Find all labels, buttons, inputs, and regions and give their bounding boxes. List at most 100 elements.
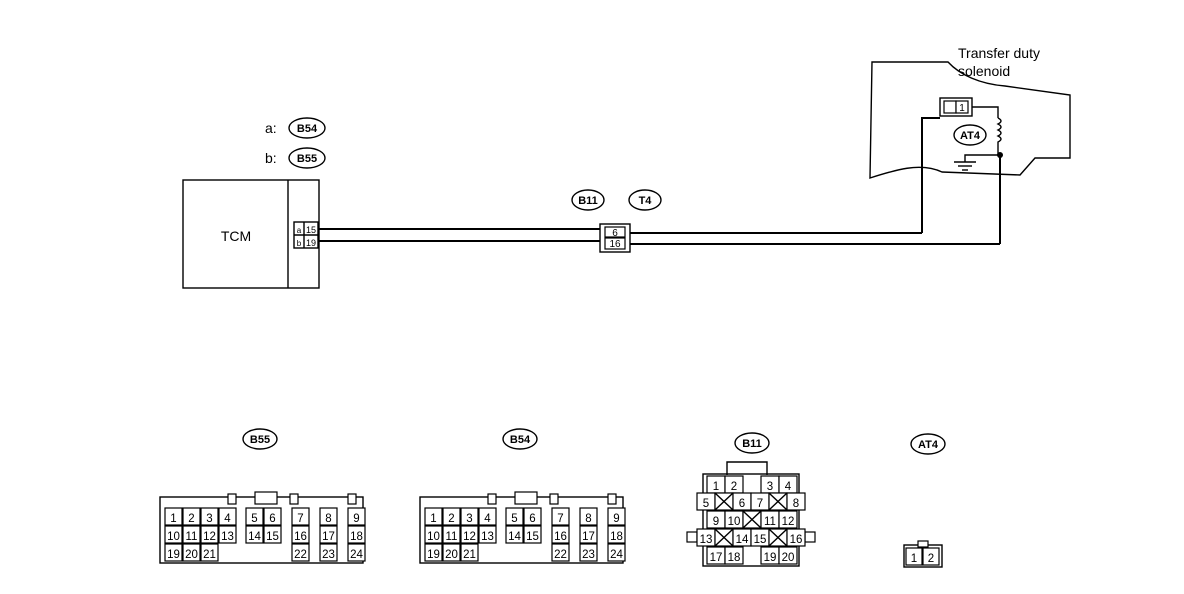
- pin-number: 3: [206, 513, 212, 525]
- pin-cavity: [291, 507, 310, 526]
- face-label: B54: [510, 434, 531, 446]
- solenoid-pin-1: 1: [959, 103, 965, 114]
- pin-cavity: [319, 543, 338, 562]
- pin-number: 8: [585, 513, 591, 525]
- pin-number: 21: [463, 549, 476, 561]
- pin-number: 17: [582, 531, 595, 543]
- pin-cavity: [245, 525, 264, 544]
- pin-cavity: [347, 543, 366, 562]
- pin-number: 20: [782, 552, 795, 564]
- pin-cavity: [778, 510, 798, 529]
- pin-number: 23: [582, 549, 595, 561]
- pin-number: 19: [427, 549, 440, 561]
- tcm-label: TCM: [221, 228, 251, 244]
- pin-cavity: [442, 543, 461, 562]
- pin-number: 6: [739, 498, 745, 510]
- pin-number: 12: [782, 516, 795, 528]
- pin-cavity: [460, 507, 479, 526]
- pin-cavity: [579, 525, 598, 544]
- tcm-connector-legend: a: B54 b: B55: [265, 117, 326, 169]
- ground-icon: [954, 161, 976, 171]
- pin-cavity: [505, 507, 524, 526]
- pin-number: 15: [754, 534, 767, 546]
- pin-cavity: [724, 546, 744, 565]
- pin-number: 1: [170, 513, 176, 525]
- tcm-unit: TCM a 15 b 19: [182, 179, 320, 289]
- pin-cavity: [263, 525, 282, 544]
- pin-cavity: [164, 507, 183, 526]
- pin-cavity: [905, 547, 923, 566]
- pin-cavity: [424, 525, 443, 544]
- pin-number: 24: [610, 549, 623, 561]
- pin-number: 12: [203, 531, 216, 543]
- pin-number: 23: [322, 549, 335, 561]
- pin-number: 1: [713, 481, 719, 493]
- pin-cavity: [505, 525, 524, 544]
- pin-number: 2: [448, 513, 454, 525]
- legend-a-prefix: a:: [265, 120, 277, 136]
- pin-cavity: [551, 525, 570, 544]
- pin-cavity: [786, 492, 806, 511]
- junction-connector: B11 T4 6 16: [571, 189, 662, 253]
- pin-cavity: [182, 525, 201, 544]
- pin-cavity: [523, 507, 542, 526]
- legend-b-connector: B55: [297, 153, 317, 165]
- pin-cavity: [786, 528, 806, 547]
- pin-number: 18: [350, 531, 363, 543]
- pin-cavity: [607, 543, 626, 562]
- pin-cavity: [319, 525, 338, 544]
- pin-cavity: [551, 543, 570, 562]
- pin-cavity: [347, 507, 366, 526]
- junction-pin-16: 16: [609, 239, 621, 250]
- junction-right-label: T4: [639, 195, 653, 207]
- pin-number: 20: [185, 549, 198, 561]
- pin-cavity: [607, 525, 626, 544]
- pin-number: 9: [613, 513, 619, 525]
- pin-cavity: [424, 543, 443, 562]
- pin-number: 18: [728, 552, 741, 564]
- pin-number: 21: [203, 549, 216, 561]
- legend-b-prefix: b:: [265, 150, 277, 166]
- pin-number: 2: [188, 513, 194, 525]
- pin-number: 20: [445, 549, 458, 561]
- pin-cavity: [291, 525, 310, 544]
- pin-number: 16: [790, 534, 803, 546]
- pin-number: 13: [700, 534, 713, 546]
- pin-number: 1: [430, 513, 436, 525]
- pin-cavity: [347, 525, 366, 544]
- pin-cavity: [460, 525, 479, 544]
- pin-cavity: [245, 507, 264, 526]
- pin-number: 16: [554, 531, 567, 543]
- face-label: AT4: [918, 439, 939, 451]
- pin-number: 15: [526, 531, 539, 543]
- pin-number: 19: [167, 549, 180, 561]
- tcm-pin-bottom-side: b: [297, 239, 302, 248]
- pin-cavity: [460, 543, 479, 562]
- pin-number: 13: [221, 531, 234, 543]
- pin-cavity: [523, 525, 542, 544]
- pin-cavity: [218, 525, 237, 544]
- pin-cavity: [200, 543, 219, 562]
- pin-cavity: [551, 507, 570, 526]
- pin-number: 19: [764, 552, 777, 564]
- tcm-pin-top-side: a: [297, 226, 302, 235]
- pin-number: 7: [297, 513, 303, 525]
- junction-left-label: B11: [578, 195, 598, 207]
- pin-number: 9: [713, 516, 719, 528]
- tcm-pin-top-number: 15: [306, 225, 316, 235]
- pin-number: 12: [463, 531, 476, 543]
- pin-cavity: [182, 507, 201, 526]
- pin-number: 4: [785, 481, 792, 493]
- pin-number: 11: [764, 516, 776, 528]
- pin-cavity: [319, 507, 338, 526]
- pin-number: 11: [446, 531, 458, 543]
- pin-number: 13: [481, 531, 494, 543]
- pin-cavity: [424, 507, 443, 526]
- wiring-harness: [318, 117, 1001, 245]
- pin-cavity: [579, 507, 598, 526]
- pin-cavity: [442, 507, 461, 526]
- pin-cavity: [778, 546, 798, 565]
